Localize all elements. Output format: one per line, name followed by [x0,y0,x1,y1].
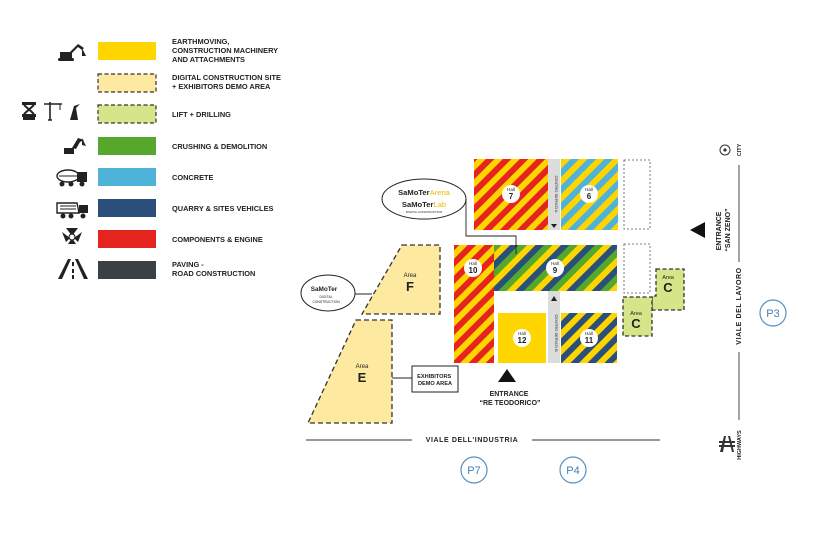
arena-leader-line [465,199,517,254]
corridor-upper-arrow [551,224,557,228]
hall-12-word: Hall [518,331,526,336]
hall-10-marker [464,259,482,277]
highways-label: HIGHWAYS [737,430,743,460]
empty-plot-upper [623,159,651,230]
legend-label-lift: LIFT + DRILLING [172,110,231,119]
dump-truck-icon [56,202,88,219]
entrance-san-zeno-arrow[interactable] [690,222,705,238]
arena-callout-text: SaMoTerArena [398,188,451,197]
area-c-lower-letter: C [631,316,641,331]
legend-label-concrete: CONCRETE [172,173,214,182]
construction-callout-brand: SaMoTer [311,286,338,293]
corridor-upper-label: CENTRO SERVIZI A [554,175,559,212]
parking-p4-label: P4 [566,465,579,477]
entrance-re-teodorico-label: ENTRANCE “RE TEODORICO” [479,391,540,407]
concrete-mixer-icon [56,169,87,187]
hall-6-marker [580,185,598,203]
hall-7-word: Hall [507,187,515,192]
hall-6-number: 6 [587,192,592,201]
excavator-icon [58,44,86,61]
hall-7-marker [502,185,520,203]
lift-crane-icon [22,102,80,121]
legend-label-quarry: QUARRY & SITES VEHICLES [172,204,274,213]
parking-p7-label: P7 [467,465,480,477]
hall-12-number: 12 [518,336,527,345]
hall-11-number: 11 [585,336,594,345]
area-c-lower[interactable] [622,296,653,337]
legend-swatch-digital [97,73,157,93]
hall-9-marker [546,259,564,277]
viale-industria-label: VIALE DELL'INDUSTRIA [426,437,519,444]
hall-9-number: 9 [553,266,558,275]
area-f-word: Area [404,273,417,279]
legend-swatch-paving [98,261,156,279]
entrance-re-teodorico-arrow[interactable] [498,369,516,382]
parking-p3[interactable] [759,299,787,327]
road-icon [58,259,88,279]
legend-label-crushing: CRUSHING & DEMOLITION [172,142,267,151]
legend-label-components: COMPONENTS & ENGINE [172,235,263,244]
exhibitors-demo-area-label: EXHIBITORS DEMO AREA [417,374,453,387]
empty-plot-lower [623,243,651,294]
legend: EARTHMOVING, CONSTRUCTION MACHINERY AND … [22,37,283,279]
hall-6-word: Hall [585,187,593,192]
area-e-letter: E [358,370,367,385]
construction-callout-tagline: DIGITAL [320,295,333,299]
exhibitors-demo-area-box [411,365,459,393]
hall-10-number: 10 [469,266,478,275]
hall-9-word: Hall [551,261,559,266]
area-e-word: Area [356,364,369,370]
corridor-upper [548,159,560,230]
legend-label-earthmoving: EARTHMOVING, CONSTRUCTION MACHINERY AND … [172,37,280,64]
parking-p7[interactable] [460,456,488,484]
corridor-lower-arrow [551,296,557,301]
samoter-arena-lab-callout[interactable] [381,178,467,220]
samoter-construction-callout[interactable] [300,274,356,312]
parking-p3-label: P3 [766,308,779,320]
hall-10-word: Hall [469,261,477,266]
hall-11-word: Hall [585,331,593,336]
legend-swatch-quarry [98,199,156,217]
hall-12-marker [513,329,531,347]
highway-icon [719,436,735,452]
area-c-lower-word: Area [630,311,643,317]
engine-components-icon [62,228,82,244]
viale-lavoro-label: VIALE DEL LAVORO [736,267,743,344]
lab-callout-text: SaMoTerLab [402,200,446,209]
area-f[interactable] [360,244,441,315]
hall-11-marker [580,329,598,347]
corridor-lower-label: CENTRO SERVIZI B [554,314,559,352]
legend-swatch-lift [97,104,157,124]
demolition-excavator-icon [64,138,86,154]
entrance-san-zeno-label: ENTRANCE “SAN ZENO” [716,208,732,251]
legend-swatch-earthmoving [98,42,156,60]
hall-7-number: 7 [509,192,514,201]
lab-callout-tagline: DIGITAL CONSTRUCTION [406,210,442,214]
area-c-upper-word: Area [662,275,675,281]
area-e[interactable] [306,319,393,424]
legend-swatch-components [98,230,156,248]
legend-swatch-crushing [98,137,156,155]
parking-p4[interactable] [559,456,587,484]
legend-label-digital: DIGITAL CONSTRUCTION SITE + EXHIBITORS D… [172,73,283,91]
area-f-letter: F [406,279,414,294]
corridor-lower [548,291,560,363]
legend-swatch-concrete [98,168,156,186]
area-c-upper-letter: C [663,280,673,295]
city-icon-dot [723,148,727,152]
legend-label-paving: PAVING - ROAD CONSTRUCTION [172,260,255,278]
construction-callout-sub: CONSTRUCTION [312,300,340,304]
city-label: CITY [737,143,743,156]
